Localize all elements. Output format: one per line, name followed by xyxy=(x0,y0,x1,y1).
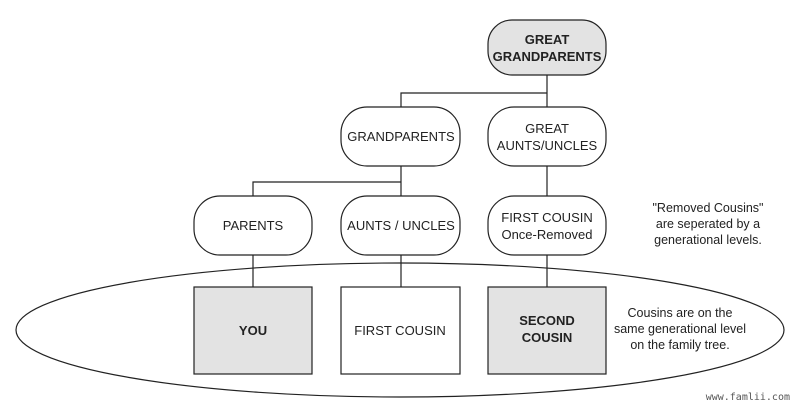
node-grandparents: GRANDPARENTS xyxy=(340,106,461,167)
node-label: PARENTS xyxy=(223,218,284,233)
node-second-cousin: SECOND COUSIN xyxy=(487,286,607,375)
connector xyxy=(400,92,547,107)
node-label: AUNTS / UNCLES xyxy=(347,218,455,233)
node-aunts-uncles: AUNTS / UNCLES xyxy=(340,195,461,256)
note-same-level: Cousins are on the same generational lev… xyxy=(614,306,746,352)
note-removed-cousins: "Removed Cousins" are seperated by a gen… xyxy=(652,201,763,247)
connector-lines xyxy=(252,75,548,287)
note-line: generational levels. xyxy=(654,233,762,247)
node-label: GRANDPARENTS xyxy=(347,129,455,144)
node-label: FIRST COUSIN xyxy=(354,323,446,338)
node-parents: PARENTS xyxy=(193,195,313,256)
node-first-cousin: FIRST COUSIN xyxy=(340,286,461,375)
node-you: YOU xyxy=(193,286,313,375)
node-first-cousin-once-removed: FIRST COUSIN Once-Removed xyxy=(487,195,607,256)
note-line: same generational level xyxy=(614,322,746,336)
node-label: YOU xyxy=(239,323,267,338)
watermark-text: www.famlii.com xyxy=(706,392,790,403)
note-line: on the family tree. xyxy=(630,338,729,352)
node-great-aunts-uncles: GREAT AUNTS/UNCLES xyxy=(487,106,607,167)
node-great-grandparents: GREAT GRANDPARENTS xyxy=(487,19,607,76)
connector xyxy=(252,181,401,196)
note-line: "Removed Cousins" xyxy=(652,201,763,215)
node-label: GREAT xyxy=(525,32,570,47)
same-generation-ellipse xyxy=(15,262,785,398)
node-label: COUSIN xyxy=(522,330,573,345)
node-label: FIRST COUSIN xyxy=(501,210,593,225)
note-line: are seperated by a xyxy=(656,217,760,231)
node-label: GRANDPARENTS xyxy=(493,49,602,64)
note-line: Cousins are on the xyxy=(628,306,733,320)
node-label: AUNTS/UNCLES xyxy=(497,138,598,153)
node-label: Once-Removed xyxy=(501,227,592,242)
node-label: GREAT xyxy=(525,121,569,136)
node-label: SECOND xyxy=(519,313,575,328)
